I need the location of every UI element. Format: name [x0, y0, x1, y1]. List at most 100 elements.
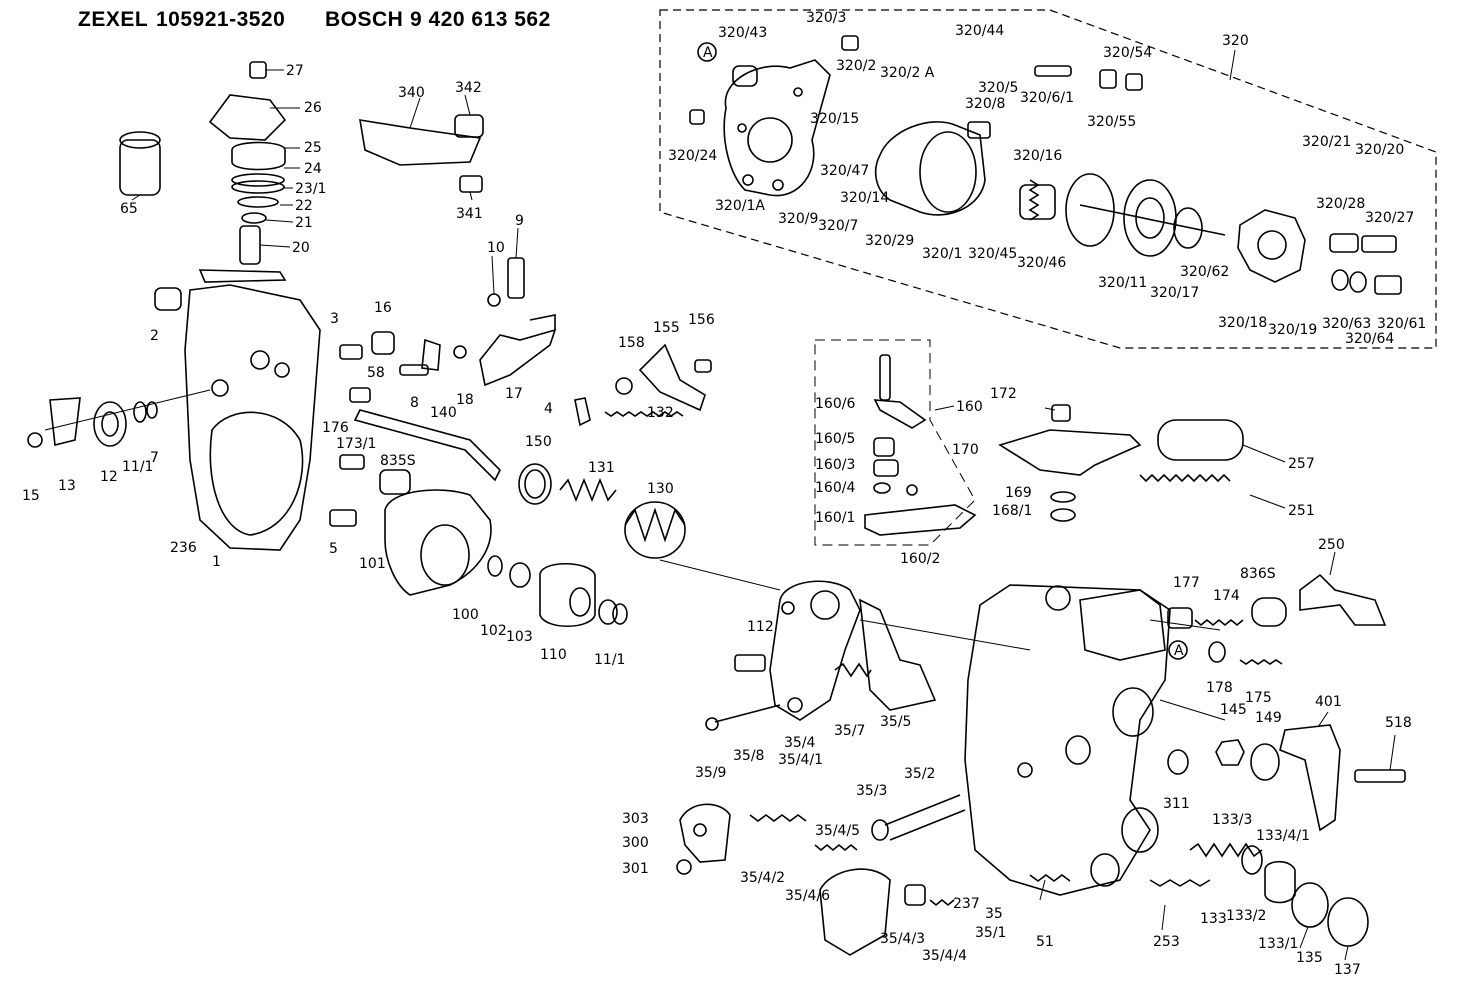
- label-401: 401: [1315, 694, 1342, 710]
- label-320-55: 320/55: [1087, 114, 1136, 130]
- label-169: 169: [1005, 485, 1032, 501]
- label-51: 51: [1036, 934, 1054, 950]
- label-320-15: 320/15: [810, 111, 859, 127]
- governor-lever-group: [659, 559, 1031, 731]
- bottom-parts: [676, 794, 1369, 956]
- label-35-4-2: 35/4/2: [740, 870, 785, 886]
- label-35-3: 35/3: [856, 783, 887, 799]
- label-58: 58: [367, 365, 385, 381]
- label-160-2: 160/2: [900, 551, 940, 567]
- label-250: 250: [1318, 537, 1345, 553]
- label-110: 110: [540, 647, 567, 663]
- label-173-1: 173/1: [336, 436, 376, 452]
- governor-linkage-parts: [119, 61, 484, 283]
- label-320-28: 320/28: [1316, 196, 1365, 212]
- label-27: 27: [286, 63, 304, 79]
- label-160-6: 160/6: [815, 396, 855, 412]
- label-835s: 835S: [380, 453, 416, 469]
- label-10: 10: [487, 240, 505, 256]
- label-311: 311: [1163, 796, 1190, 812]
- label-A2: A: [1174, 643, 1184, 659]
- callout-labels: A 320/43 320/3 320/2 320/2 A 320/44 320/…: [22, 10, 1426, 978]
- label-133-1: 133/1: [1258, 936, 1298, 952]
- label-35: 35: [985, 906, 1003, 922]
- reference-marker-a2-icon: [1168, 640, 1188, 660]
- housing-left-parts: [27, 284, 686, 627]
- label-149: 149: [1255, 710, 1282, 726]
- assembly-320-boundary: [659, 9, 1437, 349]
- label-320-63: 320/63: [1322, 316, 1371, 332]
- label-100: 100: [452, 607, 479, 623]
- label-101: 101: [359, 556, 386, 572]
- label-320-21: 320/21: [1302, 134, 1351, 150]
- label-178: 178: [1206, 680, 1233, 696]
- reference-marker-a-icon: [697, 42, 717, 62]
- label-341: 341: [456, 206, 483, 222]
- label-320-19: 320/19: [1268, 322, 1317, 338]
- header-zexel-label: ZEXEL: [78, 8, 149, 31]
- label-102: 102: [480, 623, 507, 639]
- label-340: 340: [398, 85, 425, 101]
- label-35-9: 35/9: [695, 765, 726, 781]
- label-160: 160: [956, 399, 983, 415]
- label-160-3: 160/3: [815, 457, 855, 473]
- assembly-160-boundary: [814, 339, 976, 546]
- right-side-parts: [1167, 573, 1406, 832]
- label-320-45: 320/45: [968, 246, 1017, 262]
- label-320-17: 320/17: [1150, 285, 1199, 301]
- label-133: 133: [1200, 911, 1227, 927]
- label-13: 13: [58, 478, 76, 494]
- label-176: 176: [322, 420, 349, 436]
- label-320-46: 320/46: [1017, 255, 1066, 271]
- label-112: 112: [747, 619, 774, 635]
- label-320-11: 320/11: [1098, 275, 1147, 291]
- label-303: 303: [622, 811, 649, 827]
- label-35-1: 35/1: [975, 925, 1006, 941]
- label-35-2: 35/2: [904, 766, 935, 782]
- label-320-2: 320/2: [836, 58, 876, 74]
- header-bosch-label: BOSCH: [325, 8, 404, 31]
- label-160-1: 160/1: [815, 510, 855, 526]
- label-131: 131: [588, 460, 615, 476]
- label-15: 15: [22, 488, 40, 504]
- label-836s: 836S: [1240, 566, 1276, 582]
- label-320-1A: 320/1A: [715, 198, 765, 214]
- label-253: 253: [1153, 934, 1180, 950]
- label-320-43: 320/43: [718, 25, 767, 41]
- assembly-160-parts: [864, 354, 977, 536]
- label-11-1b: 11/1: [594, 652, 625, 668]
- label-320-24: 320/24: [668, 148, 717, 164]
- label-8: 8: [410, 395, 419, 411]
- label-177: 177: [1173, 575, 1200, 591]
- leader-lines: [131, 49, 1396, 961]
- label-1: 1: [212, 554, 221, 570]
- label-320-14: 320/14: [840, 190, 889, 206]
- label-17: 17: [505, 386, 523, 402]
- label-320-2A: 320/2 A: [880, 65, 935, 81]
- label-24: 24: [304, 161, 322, 177]
- label-5: 5: [329, 541, 338, 557]
- label-7: 7: [150, 450, 159, 466]
- label-320-3: 320/3: [806, 10, 846, 26]
- label-103: 103: [506, 629, 533, 645]
- label-35-4-6: 35/4/6: [785, 888, 830, 904]
- label-320-7: 320/7: [818, 218, 858, 234]
- label-172: 172: [990, 386, 1017, 402]
- label-150: 150: [525, 434, 552, 450]
- label-2: 2: [150, 328, 159, 344]
- label-133-4-1: 133/4/1: [1256, 828, 1310, 844]
- label-320-16: 320/16: [1013, 148, 1062, 164]
- label-175: 175: [1245, 690, 1272, 706]
- label-168-1: 168/1: [992, 503, 1032, 519]
- label-132: 132: [647, 405, 674, 421]
- label-320-20: 320/20: [1355, 142, 1404, 158]
- label-21: 21: [295, 215, 313, 231]
- label-140: 140: [430, 405, 457, 421]
- header-bosch-number: 9 420 613 562: [410, 8, 551, 31]
- label-156: 156: [688, 312, 715, 328]
- label-20: 20: [292, 240, 310, 256]
- label-35-4-3: 35/4/3: [880, 931, 925, 947]
- label-155: 155: [653, 320, 680, 336]
- label-320-1: 320/1: [922, 246, 962, 262]
- label-320-6-1: 320/6/1: [1020, 90, 1074, 106]
